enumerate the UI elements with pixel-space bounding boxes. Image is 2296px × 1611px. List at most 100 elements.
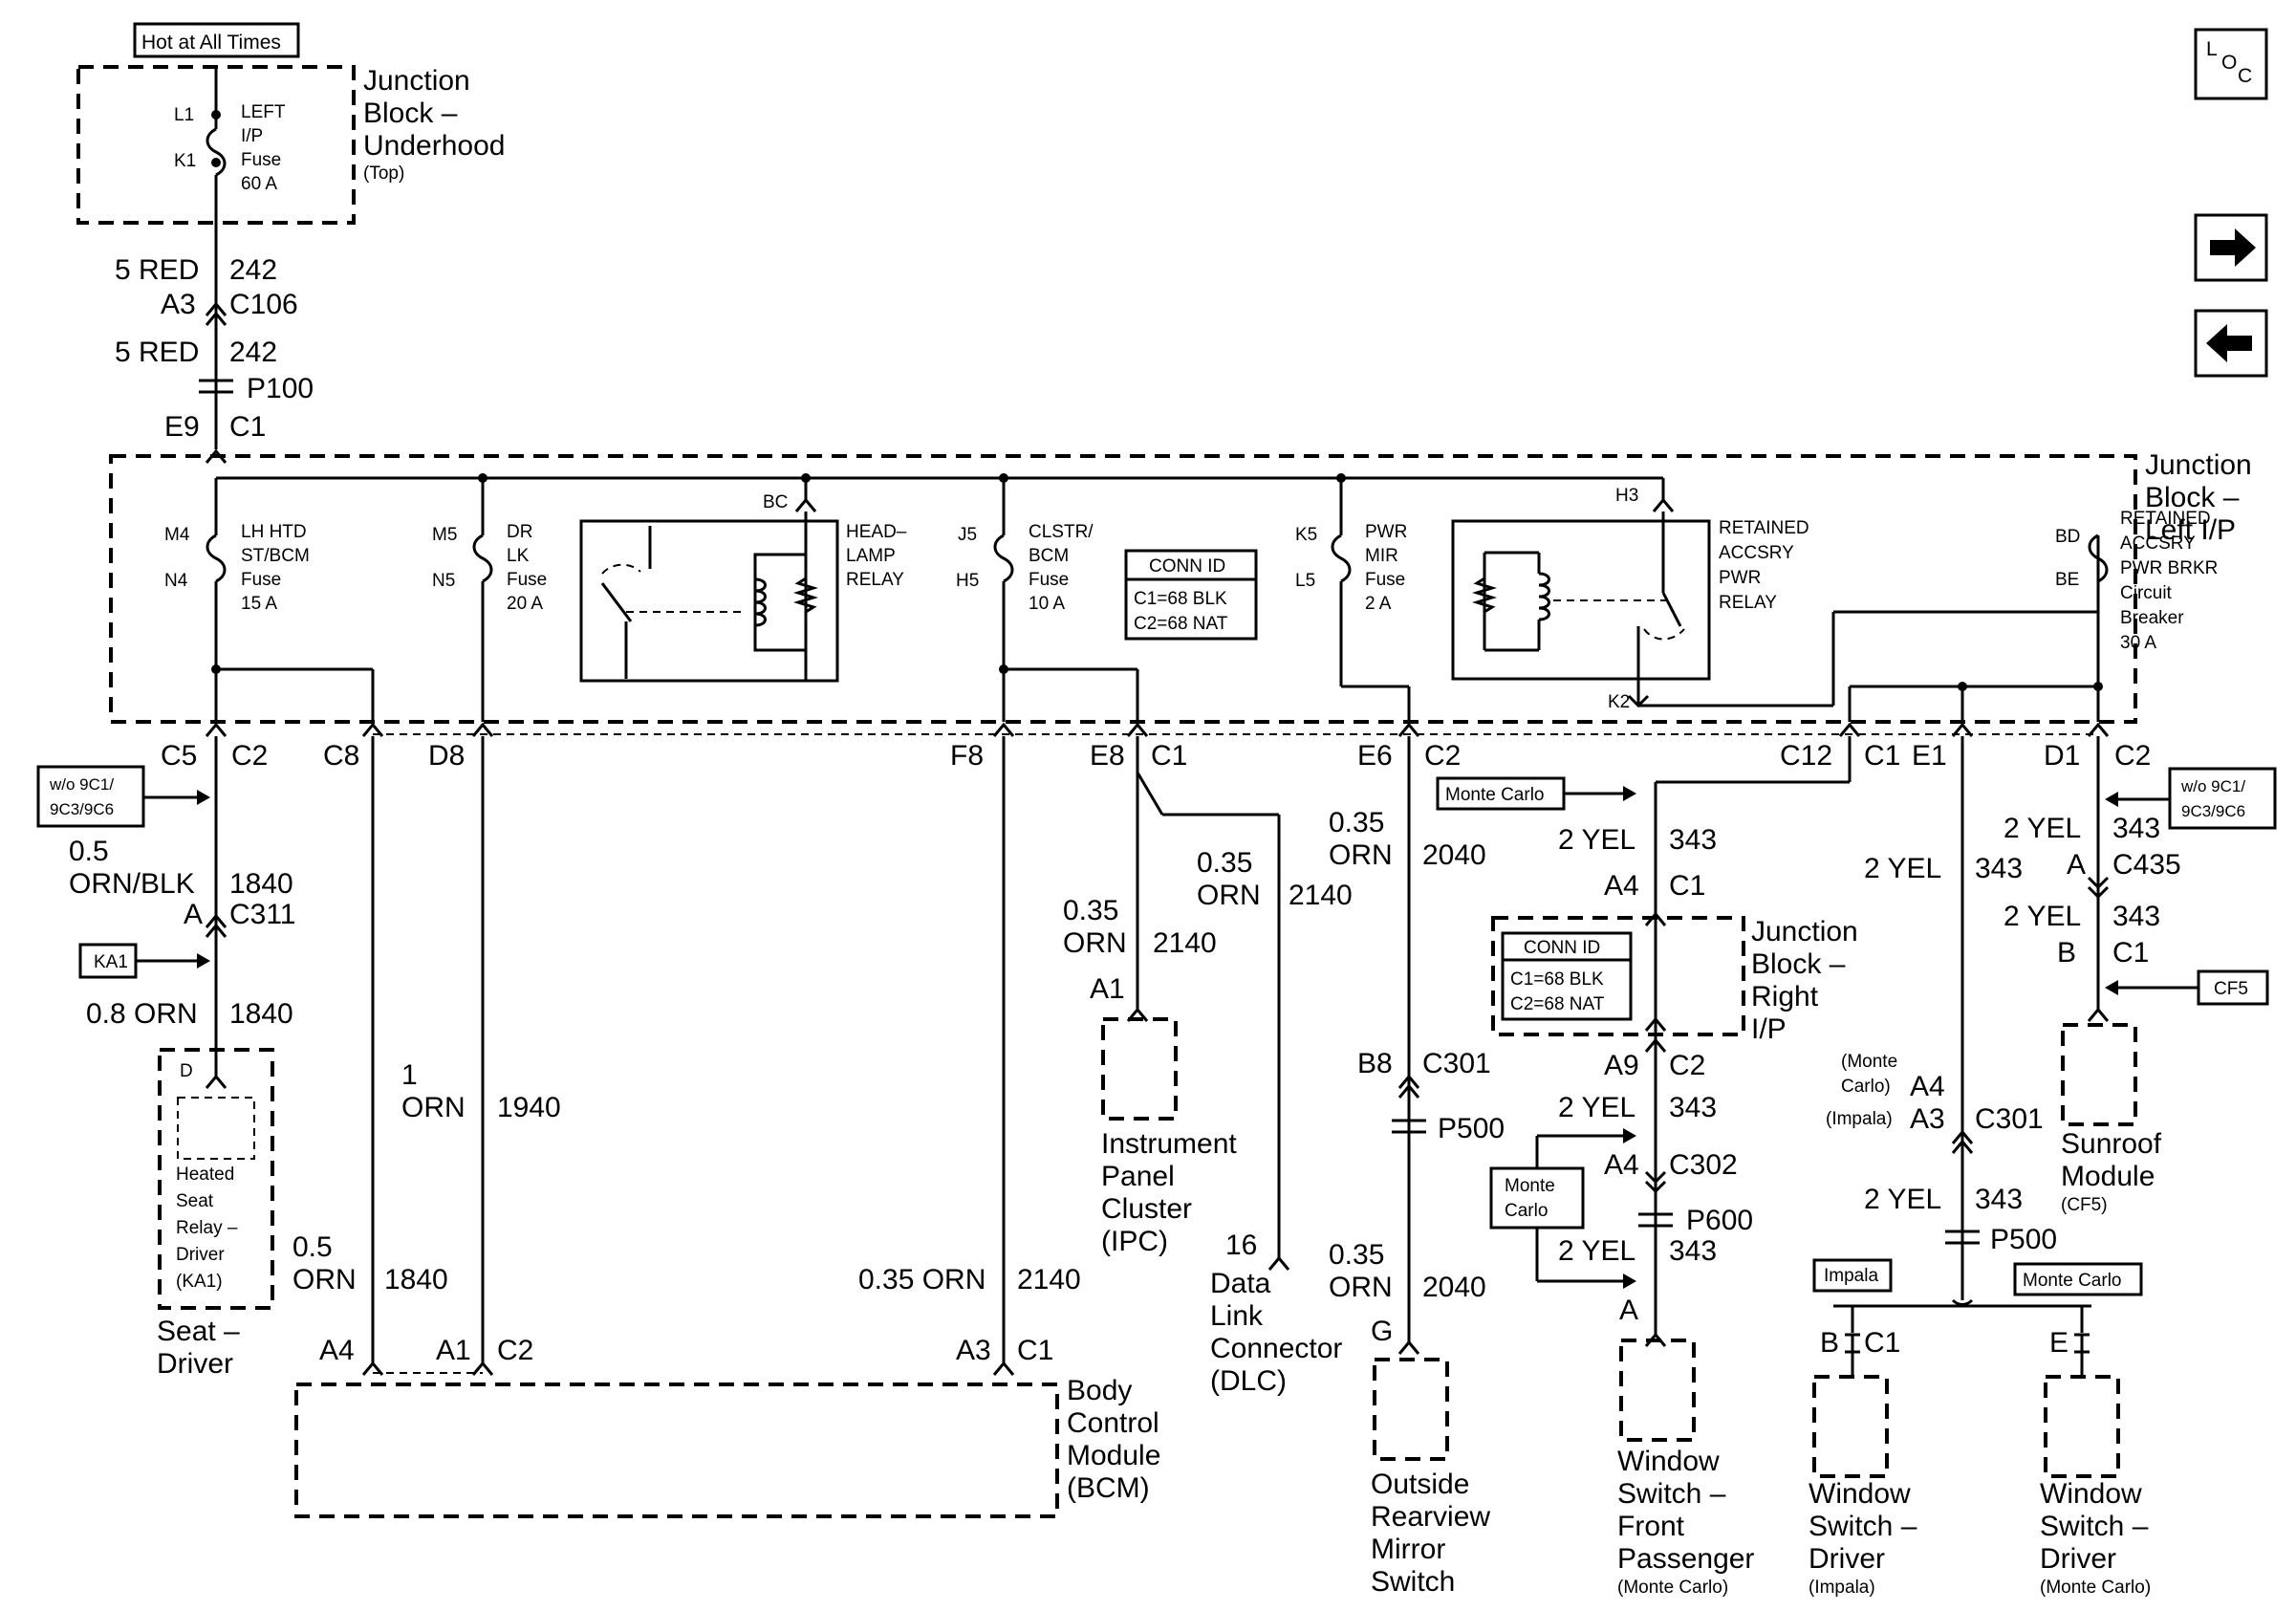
svg-text:Impala: Impala bbox=[1824, 1266, 1878, 1286]
svg-text:ORN/BLK: ORN/BLK bbox=[69, 868, 195, 900]
svg-text:ORN: ORN bbox=[1197, 880, 1261, 911]
svg-text:2 YEL: 2 YEL bbox=[2004, 813, 2081, 844]
svg-text:MIR: MIR bbox=[1365, 546, 1398, 566]
body-control-module bbox=[294, 1382, 1059, 1518]
svg-text:C1: C1 bbox=[1864, 1327, 1900, 1359]
svg-text:0.35 ORN: 0.35 ORN bbox=[858, 1264, 986, 1295]
c301-connector-mirror: C301 bbox=[1422, 1048, 1491, 1079]
svg-text:C8: C8 bbox=[323, 740, 359, 772]
svg-text:Seat: Seat bbox=[176, 1191, 214, 1211]
svg-text:Monte: Monte bbox=[1505, 1176, 1555, 1196]
junction-block-left-ip bbox=[109, 454, 2137, 724]
svg-text:0.5: 0.5 bbox=[69, 836, 109, 867]
svg-text:C2=68 NAT: C2=68 NAT bbox=[1134, 614, 1228, 634]
svg-text:A1: A1 bbox=[436, 1335, 471, 1366]
svg-text:Carlo: Carlo bbox=[1505, 1201, 1548, 1221]
svg-text:ORN: ORN bbox=[401, 1092, 466, 1123]
svg-text:2 YEL: 2 YEL bbox=[1864, 853, 1941, 884]
headlamp-coil-icon bbox=[754, 577, 767, 627]
svg-text:C1: C1 bbox=[1151, 740, 1187, 772]
clstr-bcm-fuse-icon bbox=[993, 533, 1014, 583]
svg-text:A4: A4 bbox=[1604, 870, 1639, 902]
svg-text:30 A: 30 A bbox=[2120, 633, 2156, 653]
svg-text:B: B bbox=[2057, 937, 2076, 969]
svg-text:1840: 1840 bbox=[229, 868, 293, 900]
svg-text:A1: A1 bbox=[1090, 973, 1125, 1005]
p600-connector: P600 bbox=[1686, 1205, 1753, 1236]
arrow-left-icon bbox=[2206, 324, 2252, 362]
svg-text:BCM: BCM bbox=[1029, 546, 1069, 566]
svg-text:J5: J5 bbox=[958, 525, 977, 545]
c301-connector-driver: C301 bbox=[1975, 1103, 2044, 1135]
svg-text:Block –: Block – bbox=[363, 98, 458, 129]
svg-text:D: D bbox=[180, 1061, 193, 1081]
svg-text:CF5: CF5 bbox=[2214, 979, 2248, 999]
svg-text:(IPC): (IPC) bbox=[1101, 1226, 1168, 1257]
prev-page-button[interactable] bbox=[2194, 309, 2268, 378]
svg-text:A3: A3 bbox=[161, 289, 196, 320]
svg-text:D8: D8 bbox=[428, 740, 465, 772]
svg-text:L5: L5 bbox=[1295, 571, 1315, 591]
svg-text:Left I/P: Left I/P bbox=[2145, 514, 2236, 546]
svg-text:242: 242 bbox=[229, 337, 277, 368]
svg-text:N5: N5 bbox=[432, 571, 455, 591]
svg-text:C12: C12 bbox=[1780, 740, 1832, 772]
svg-text:A: A bbox=[2067, 849, 2086, 881]
svg-text:Fuse: Fuse bbox=[1029, 570, 1069, 590]
svg-text:Switch –: Switch – bbox=[1809, 1511, 1917, 1542]
svg-text:Fuse: Fuse bbox=[1365, 570, 1405, 590]
monte-carlo-tag-3 bbox=[2013, 1262, 2143, 1296]
svg-text:(Impala): (Impala) bbox=[1809, 1578, 1875, 1598]
headlamp-relay bbox=[579, 519, 839, 683]
svg-text:2 YEL: 2 YEL bbox=[2004, 901, 2081, 932]
left-ip-fuse-label: LEFT bbox=[241, 102, 286, 122]
svg-text:K5: K5 bbox=[1295, 525, 1317, 545]
loc-button[interactable]: L O C bbox=[2194, 28, 2268, 100]
heated-seat-relay bbox=[177, 1097, 255, 1160]
svg-text:343: 343 bbox=[2112, 901, 2160, 932]
svg-text:C1: C1 bbox=[1017, 1335, 1053, 1366]
svg-text:BC: BC bbox=[763, 492, 788, 512]
left-ip-fuse-icon bbox=[206, 127, 227, 177]
svg-text:Relay –: Relay – bbox=[176, 1218, 238, 1238]
svg-text:10 A: 10 A bbox=[1029, 594, 1065, 614]
svg-text:w/o 9C1/: w/o 9C1/ bbox=[2180, 777, 2245, 795]
svg-text:L1: L1 bbox=[174, 105, 194, 125]
svg-text:ORN: ORN bbox=[1329, 839, 1393, 871]
svg-text:Cluster: Cluster bbox=[1101, 1193, 1192, 1225]
svg-text:C2: C2 bbox=[2114, 740, 2151, 772]
svg-text:Front: Front bbox=[1617, 1511, 1685, 1542]
svg-text:Driver: Driver bbox=[1809, 1543, 1885, 1575]
window-switch-driver-monte-carlo bbox=[2044, 1375, 2120, 1478]
pwr-mir-fuse-label: PWR bbox=[1365, 522, 1407, 542]
c106-connector: C106 bbox=[229, 289, 298, 320]
svg-text:Link: Link bbox=[1210, 1300, 1264, 1332]
arrow-right-icon bbox=[2210, 229, 2256, 267]
svg-text:C: C bbox=[2238, 65, 2252, 87]
svg-text:D1: D1 bbox=[2044, 740, 2080, 772]
svg-text:C1: C1 bbox=[229, 411, 266, 443]
svg-text:Underhood: Underhood bbox=[363, 130, 505, 162]
svg-text:C2: C2 bbox=[1669, 1050, 1705, 1081]
svg-text:2140: 2140 bbox=[1289, 880, 1353, 911]
svg-text:E9: E9 bbox=[164, 411, 200, 443]
next-page-button[interactable] bbox=[2194, 213, 2268, 282]
svg-text:C1: C1 bbox=[1669, 870, 1705, 902]
svg-text:15 A: 15 A bbox=[241, 594, 277, 614]
impala-tag bbox=[1812, 1258, 1893, 1293]
svg-text:Right: Right bbox=[1751, 981, 1819, 1012]
window-switch-driver-mc-label: Window bbox=[2040, 1478, 2142, 1510]
jb-left-ip-title: Junction bbox=[2145, 449, 2252, 481]
svg-text:Block –: Block – bbox=[1751, 948, 1846, 980]
svg-text:CONN ID: CONN ID bbox=[1524, 938, 1600, 958]
svg-text:Control: Control bbox=[1067, 1407, 1159, 1439]
svg-text:C1=68 BLK: C1=68 BLK bbox=[1510, 969, 1604, 990]
conn-id-box-right bbox=[1501, 931, 1633, 1021]
loc-icon: L bbox=[2206, 38, 2218, 60]
svg-text:2 YEL: 2 YEL bbox=[1558, 1092, 1635, 1123]
svg-text:242: 242 bbox=[229, 254, 277, 286]
svg-text:w/o 9C1/: w/o 9C1/ bbox=[49, 775, 114, 794]
svg-text:Fuse: Fuse bbox=[507, 570, 547, 590]
svg-text:C1=68 BLK: C1=68 BLK bbox=[1134, 589, 1227, 609]
